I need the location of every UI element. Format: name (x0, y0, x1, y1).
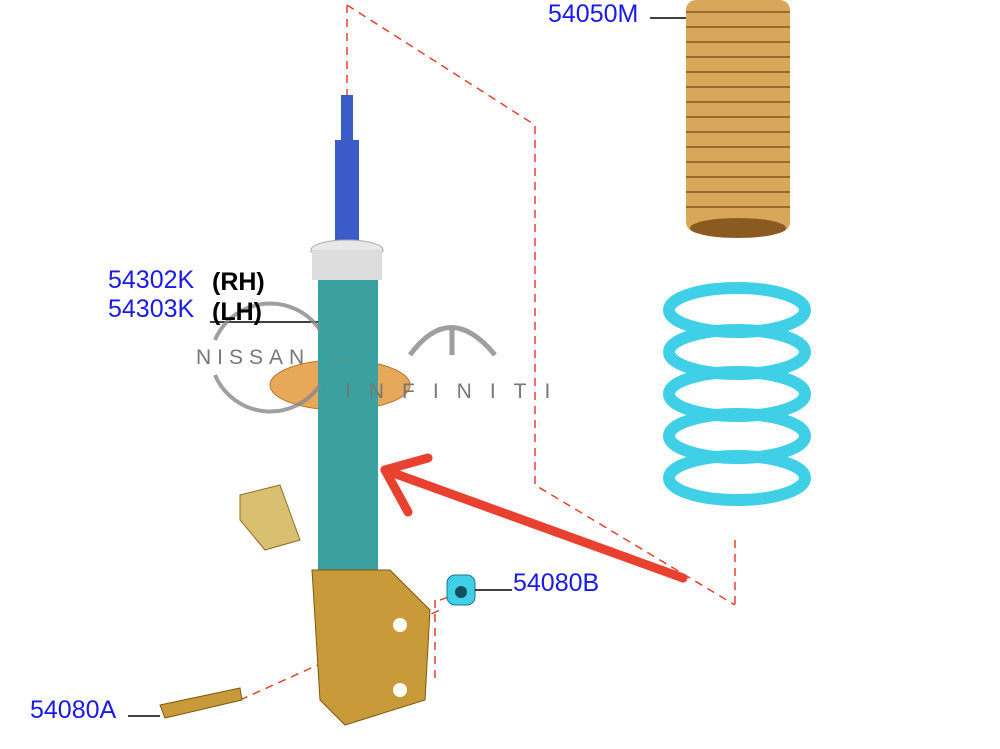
part-label-boot[interactable]: 54050M (548, 0, 639, 28)
dust-boot (650, 0, 790, 238)
strut (239, 95, 431, 726)
side-lh: (LH) (212, 298, 262, 326)
part-label-bushing[interactable]: 54080B (513, 569, 600, 597)
infiniti-watermark: INFINITI (345, 380, 569, 403)
nissan-logo (213, 301, 322, 414)
side-rh: (RH) (212, 268, 265, 296)
bolt (128, 687, 243, 719)
red-arrow (380, 453, 688, 583)
coil-spring (663, 282, 811, 506)
infiniti-logo (407, 325, 497, 357)
part-label-strut-rh[interactable]: 54302K (108, 266, 195, 294)
bushing (446, 574, 512, 606)
part-label-strut-lh[interactable]: 54303K (108, 295, 195, 323)
part-label-bolt[interactable]: 54080A (30, 696, 117, 724)
nissan-watermark: NISSAN (196, 346, 311, 369)
